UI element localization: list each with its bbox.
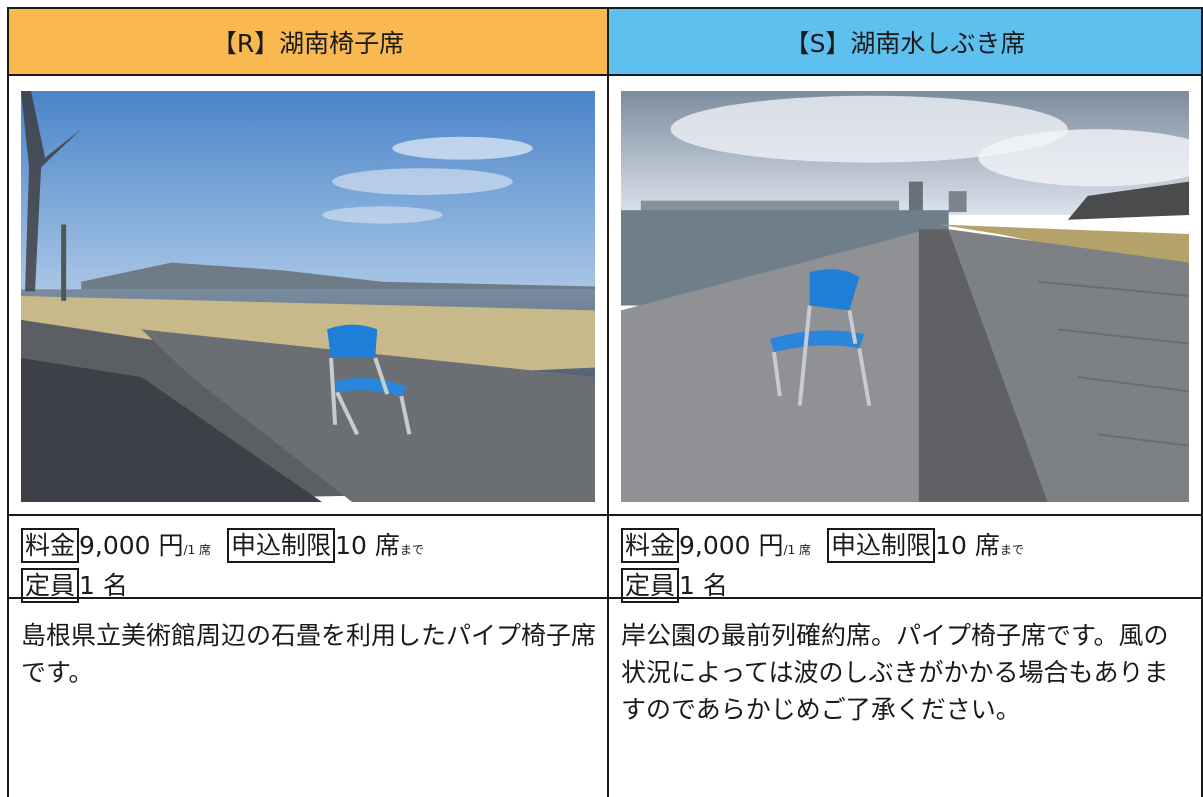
seat-r-photo-cell — [7, 76, 609, 516]
capacity-label: 定員 — [21, 568, 80, 603]
seat-comparison-table: 【R】湖南椅子席 【S】湖南水しぶき席 — [7, 7, 1203, 797]
limit-value: 10 席 — [935, 531, 1000, 560]
seat-s-description: 岸公園の最前列確約席。パイプ椅子席です。風の状況によっては波のしぶきがかかる場合… — [609, 599, 1203, 797]
seat-s-photo-cell — [609, 76, 1203, 516]
seat-r-description: 島根県立美術館周辺の石畳を利用したパイプ椅子席です。 — [7, 599, 609, 797]
seat-s-title: 【S】湖南水しぶき席 — [784, 28, 1026, 58]
seat-r-description-text: 島根県立美術館周辺の石畳を利用したパイプ椅子席です。 — [21, 621, 597, 687]
limit-label: 申込制限 — [227, 528, 336, 563]
price-value: 9,000 円 — [79, 531, 184, 560]
price-label: 料金 — [21, 528, 80, 563]
capacity-value: 1 名 — [679, 571, 728, 600]
price-label: 料金 — [621, 528, 680, 563]
price-unit: /1 席 — [783, 543, 812, 557]
seat-r-photo — [21, 91, 595, 502]
capacity-value: 1 名 — [79, 571, 128, 600]
seat-s-photo — [621, 91, 1189, 502]
seat-r-header: 【R】湖南椅子席 — [7, 7, 609, 76]
limit-label: 申込制限 — [827, 528, 936, 563]
limit-unit: まで — [999, 543, 1024, 557]
seat-r-title: 【R】湖南椅子席 — [211, 28, 405, 58]
limit-unit: まで — [399, 543, 424, 557]
price-value: 9,000 円 — [679, 531, 784, 560]
seat-s-header: 【S】湖南水しぶき席 — [609, 7, 1203, 76]
capacity-label: 定員 — [621, 568, 680, 603]
limit-value: 10 席 — [335, 531, 400, 560]
price-unit: /1 席 — [183, 543, 212, 557]
seat-s-description-text: 岸公園の最前列確約席。パイプ椅子席です。風の状況によっては波のしぶきがかかる場合… — [621, 621, 1169, 724]
